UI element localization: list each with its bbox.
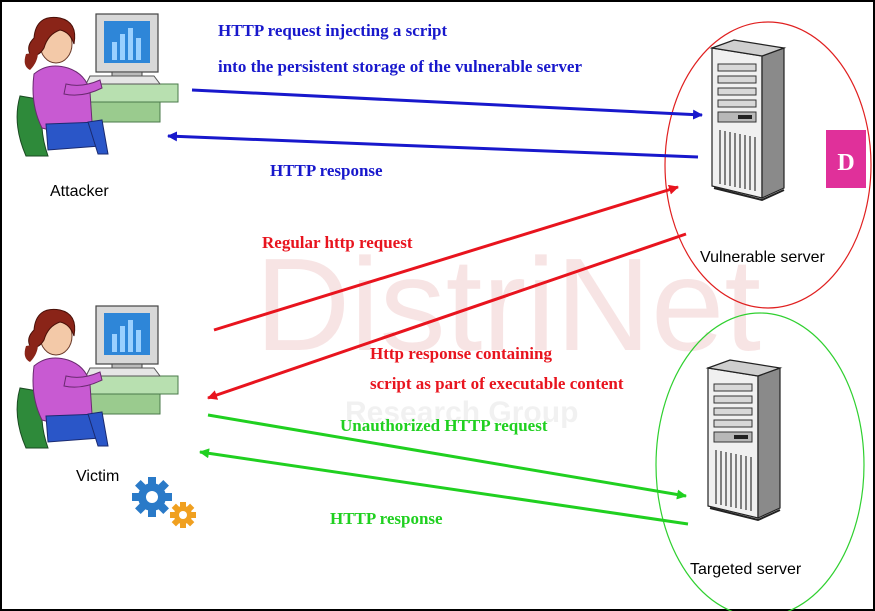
inject-request-arrow xyxy=(191,88,703,120)
regular-request-arrow xyxy=(213,184,679,332)
vulnerable-server-label: Vulnerable server xyxy=(700,249,825,266)
vulnerable-server-ring xyxy=(664,21,872,309)
gears-icon xyxy=(132,477,196,528)
script-response-label-line2: script as part of executable content xyxy=(370,374,624,393)
attacker-response-label: HTTP response xyxy=(270,161,383,180)
victim-response-label: HTTP response xyxy=(330,509,443,528)
d-badge: D xyxy=(826,130,866,188)
targeted-server-icon xyxy=(707,359,781,521)
d-badge-letter: D xyxy=(837,150,854,176)
vulnerable-server-icon xyxy=(711,39,785,201)
victim-response-arrow xyxy=(199,448,689,526)
inject-label-line1: HTTP request injecting a script xyxy=(218,21,448,40)
attacker-response-arrow xyxy=(167,131,699,159)
targeted-server-ring xyxy=(655,312,865,611)
victim-person-icon xyxy=(16,305,179,449)
attacker-label: Attacker xyxy=(50,183,109,200)
attacker-person-icon xyxy=(16,13,179,157)
targeted-server-label: Targeted server xyxy=(690,561,802,578)
regular-request-label: Regular http request xyxy=(262,233,413,252)
inject-label-line2: into the persistent storage of the vulne… xyxy=(218,57,582,76)
script-response-label-line1: Http response containing xyxy=(370,344,552,363)
unauthorized-request-arrow xyxy=(207,413,687,500)
script-response-arrow xyxy=(207,232,687,400)
victim-label: Victim xyxy=(76,468,119,485)
unauthorized-request-label: Unauthorized HTTP request xyxy=(340,416,548,435)
watermark-subtitle: Research Group xyxy=(345,396,578,429)
watermark: DistriNet Research Group xyxy=(255,231,761,429)
